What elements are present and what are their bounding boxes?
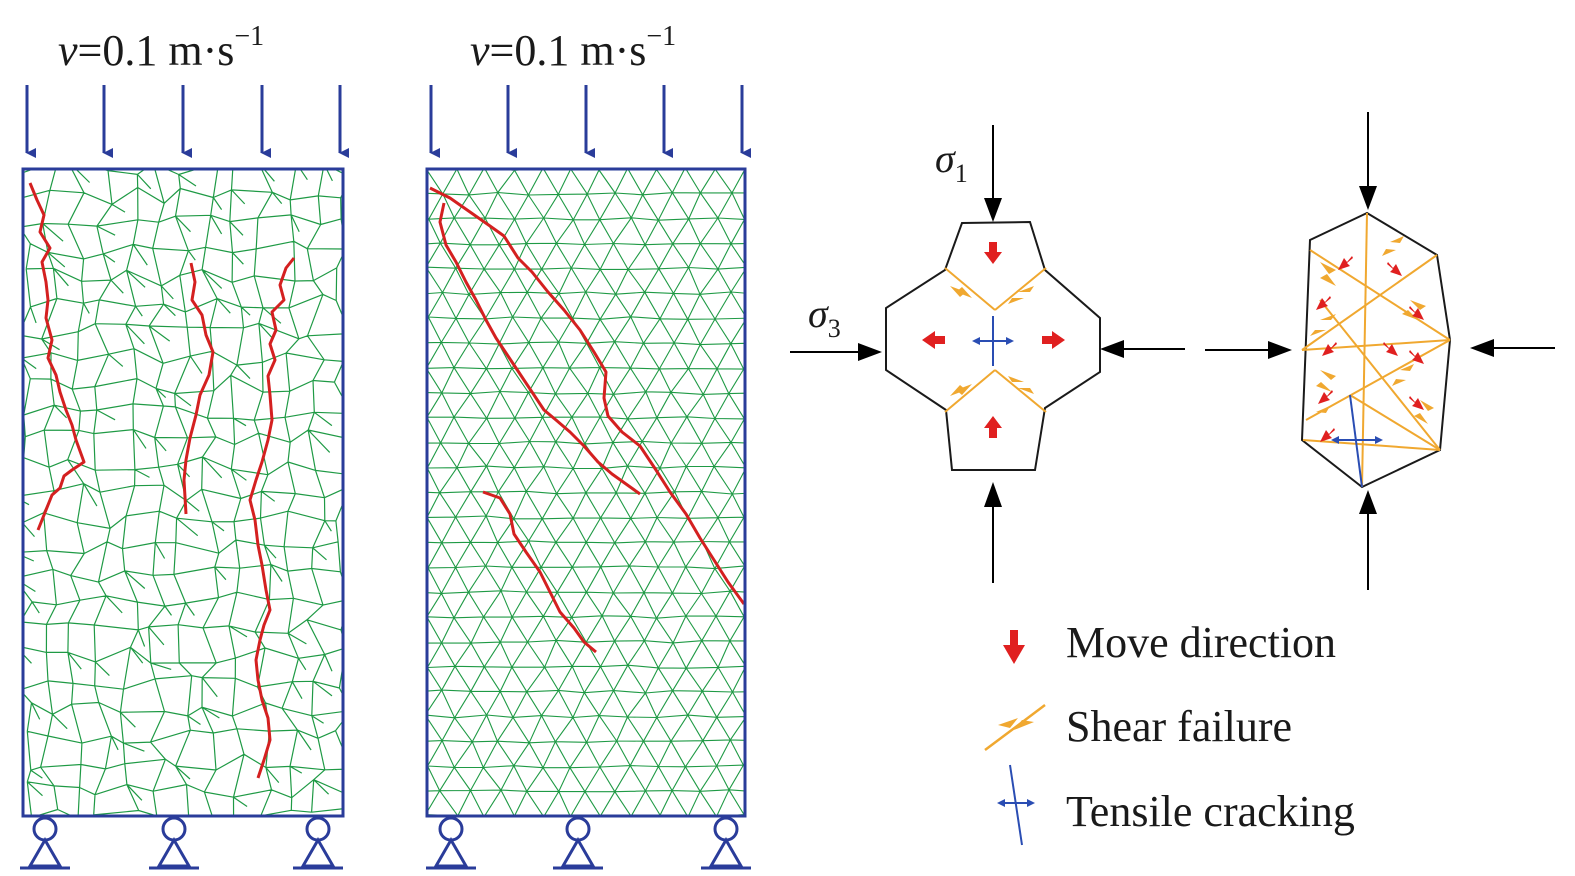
tensile-crack-1	[972, 316, 1014, 366]
move-direction-arrows-1	[922, 242, 1065, 438]
legend-item-move-direction: Move direction	[1003, 618, 1336, 667]
voronoi-mesh-a	[23, 169, 343, 816]
shear-bands-2	[1301, 212, 1451, 488]
mechanism-diagram-2	[1205, 112, 1555, 590]
cracks-b	[429, 186, 746, 654]
supports-b	[426, 816, 751, 870]
pin-support-icon	[20, 816, 70, 870]
cracks-a	[28, 182, 296, 779]
supports-a	[20, 816, 343, 870]
triangular-mesh-b	[427, 169, 745, 816]
crack	[429, 186, 746, 605]
mesh-lines	[23, 169, 343, 816]
pin-support-icon	[426, 816, 476, 870]
crack	[182, 262, 215, 515]
crack	[438, 202, 641, 496]
specimen-frame-a	[21, 167, 345, 818]
velocity-label-a: v=0.1 m·s−1	[58, 21, 264, 75]
shear-arrow-pairs-1	[950, 286, 1034, 396]
stress-arrows-1	[790, 125, 1185, 583]
pin-support-icon	[149, 816, 199, 870]
velocity-label-b: v=0.1 m·s−1	[470, 21, 676, 75]
crack	[248, 257, 296, 779]
shear-bands-1	[944, 267, 1047, 413]
pin-support-icon	[553, 816, 603, 870]
shear-failure-icon	[984, 704, 1046, 751]
pin-support-icon	[701, 816, 751, 870]
specimen-frame-b	[425, 167, 747, 818]
tensile-crack-2	[1331, 394, 1383, 488]
legend-label: Shear failure	[1066, 702, 1292, 751]
panel-a: v=0.1 m·s−1	[20, 21, 349, 870]
crack	[482, 490, 597, 654]
particle-outline	[1300, 211, 1452, 489]
panel-b: v=0.1 m·s−1	[425, 21, 751, 870]
red-arrow-icon	[1003, 630, 1025, 664]
legend-item-shear-failure: Shear failure	[984, 702, 1292, 751]
move-direction-arrows-2	[1316, 256, 1424, 442]
legend: Move direction Shear failure Tensile cra…	[984, 618, 1355, 846]
legend-item-tensile-cracking: Tensile cracking	[997, 764, 1355, 846]
legend-label: Move direction	[1066, 618, 1336, 667]
mechanism-diagram-1: σ1 σ3	[790, 125, 1185, 583]
sigma1-label: σ1	[935, 136, 968, 188]
stress-arrows-2	[1205, 112, 1555, 590]
load-arrows-b	[429, 85, 751, 158]
pin-support-icon	[293, 816, 343, 870]
mesh-lines	[427, 169, 745, 816]
legend-label: Tensile cracking	[1066, 787, 1355, 836]
tensile-crack-icon	[997, 764, 1035, 846]
sigma3-label: σ3	[808, 291, 841, 343]
load-arrows-a	[25, 85, 349, 158]
shear-arrow-pairs-2	[1310, 236, 1434, 424]
crack	[28, 182, 86, 531]
